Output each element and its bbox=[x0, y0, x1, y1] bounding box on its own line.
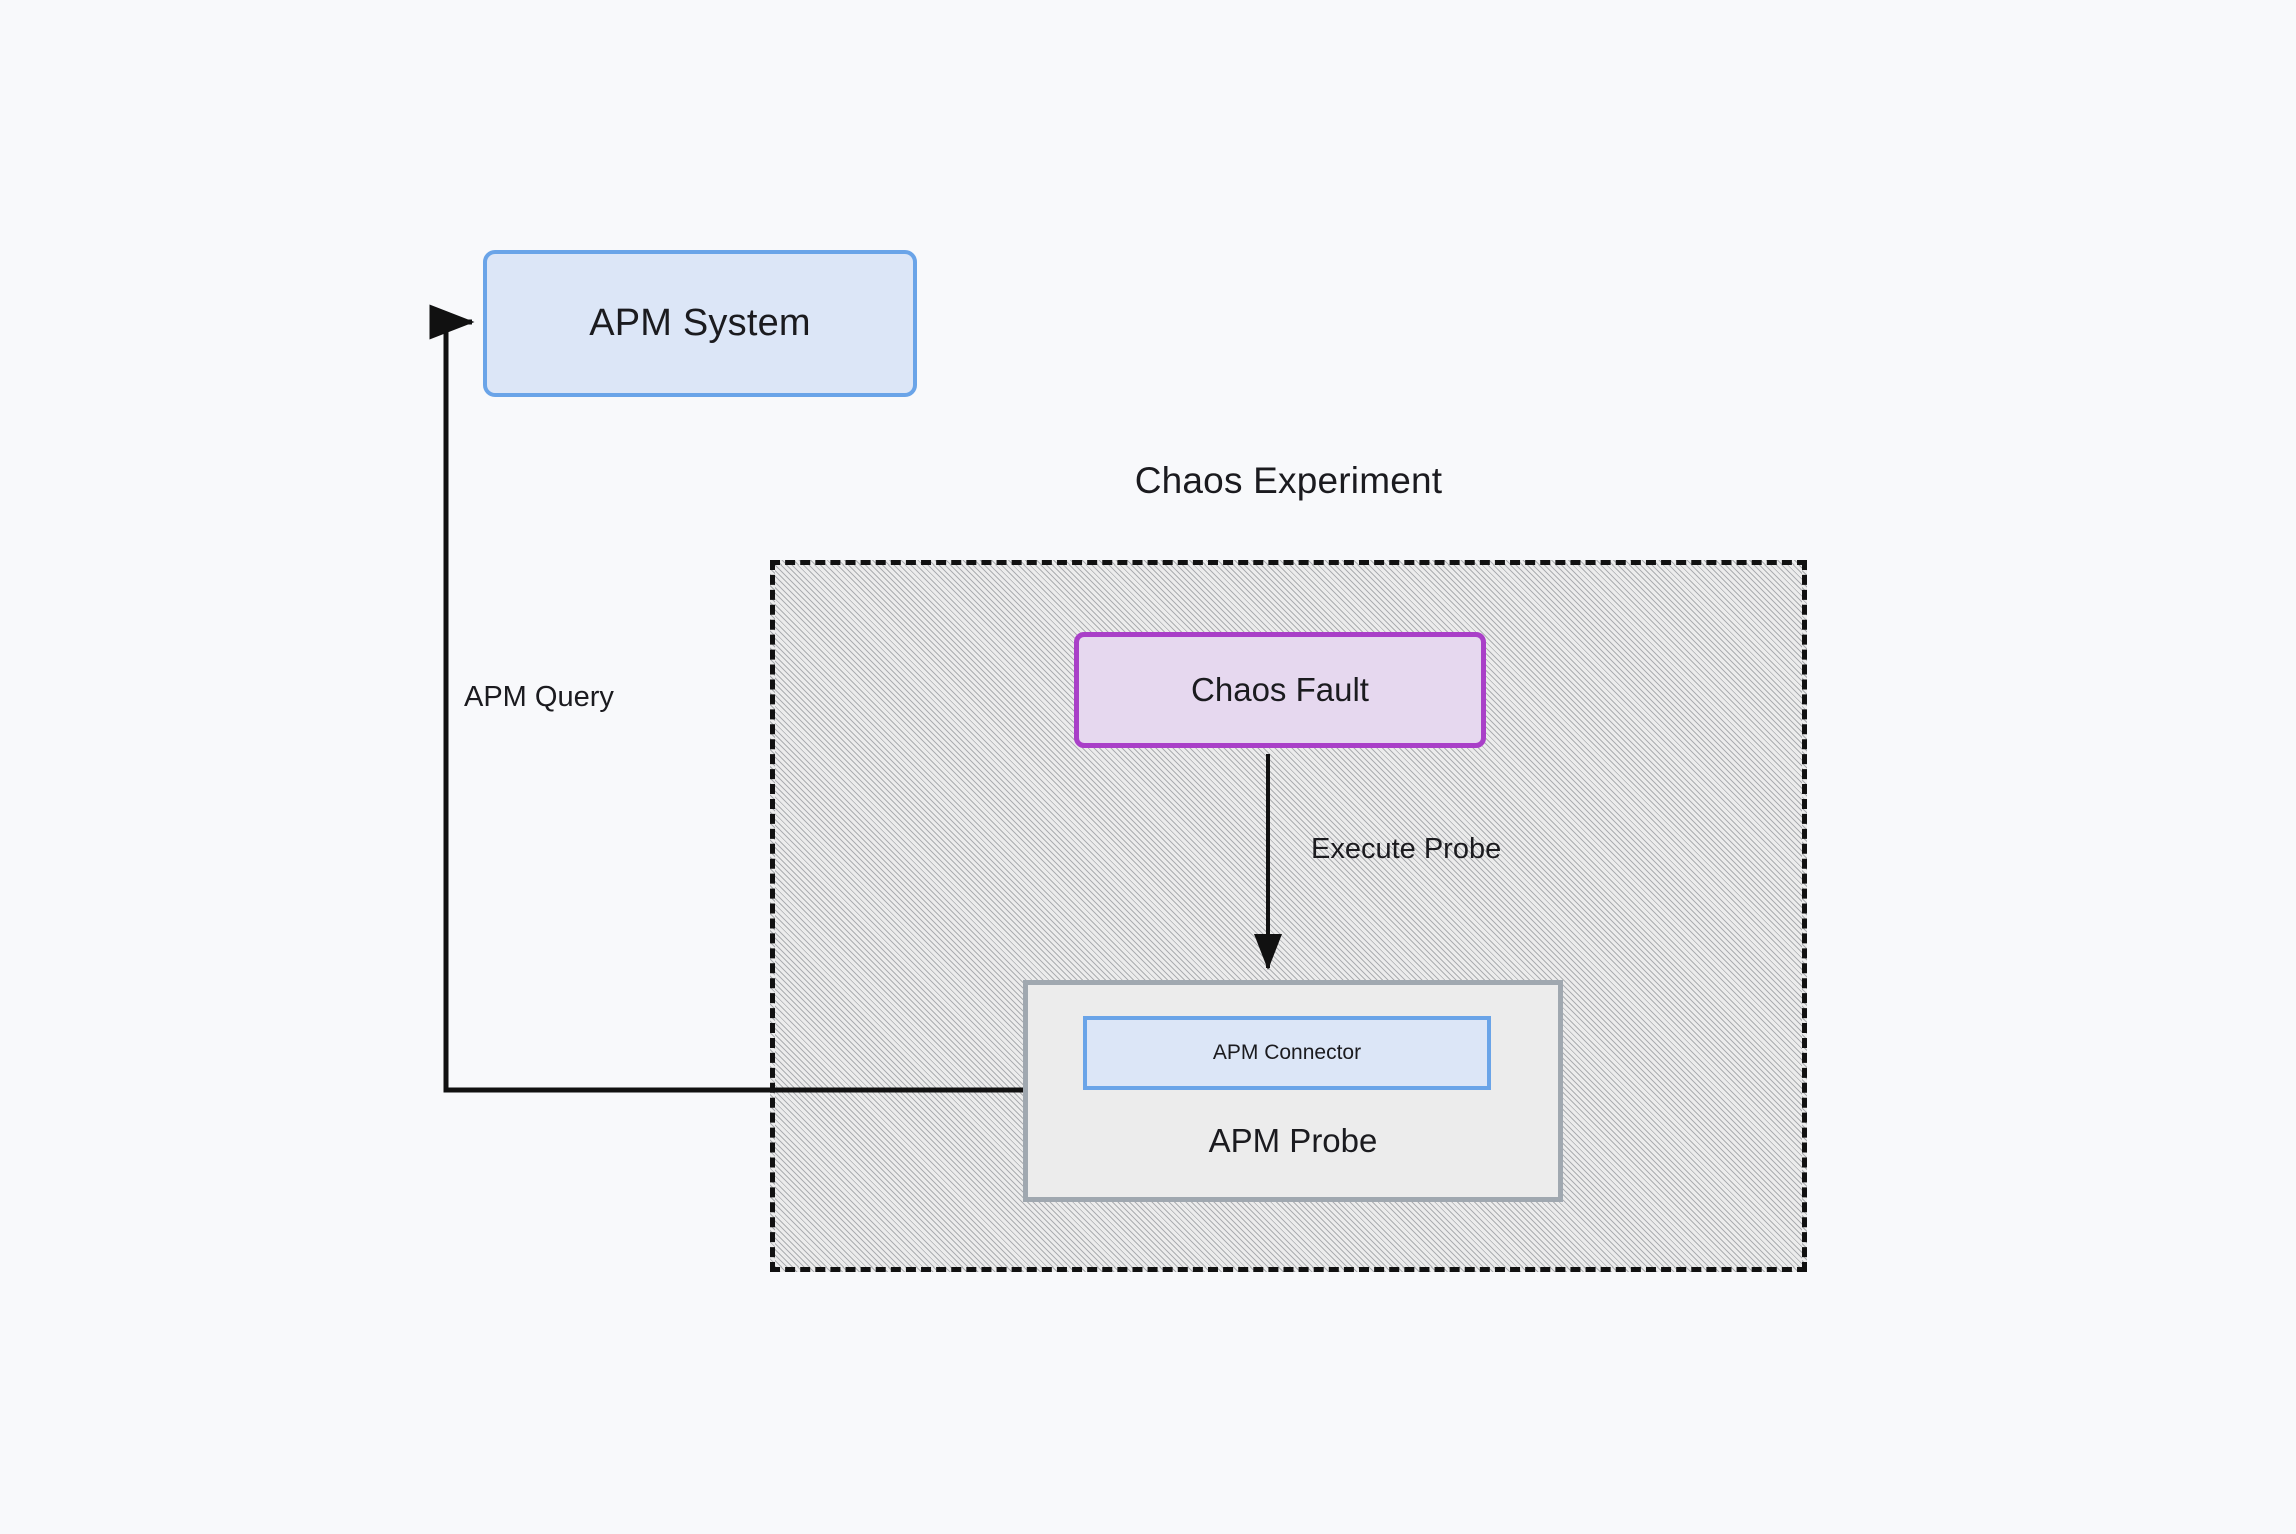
edge-label-execute-probe: Execute Probe bbox=[1311, 833, 1502, 865]
chaos-experiment-title: Chaos Experiment bbox=[1134, 460, 1443, 501]
node-chaos-fault[interactable]: Chaos Fault bbox=[1074, 632, 1486, 748]
node-apm-system[interactable]: APM System bbox=[483, 250, 917, 397]
edge-label-apm-query: APM Query bbox=[464, 681, 614, 713]
node-apm-connector[interactable]: APM Connector bbox=[1083, 1016, 1491, 1090]
apm-system-label: APM System bbox=[589, 302, 811, 344]
node-apm-probe[interactable]: APM Probe bbox=[1023, 980, 1563, 1202]
apm-probe-label: APM Probe bbox=[1208, 1122, 1378, 1159]
apm-connector-label: APM Connector bbox=[1212, 1041, 1362, 1064]
chaos-fault-label: Chaos Fault bbox=[1191, 671, 1369, 708]
